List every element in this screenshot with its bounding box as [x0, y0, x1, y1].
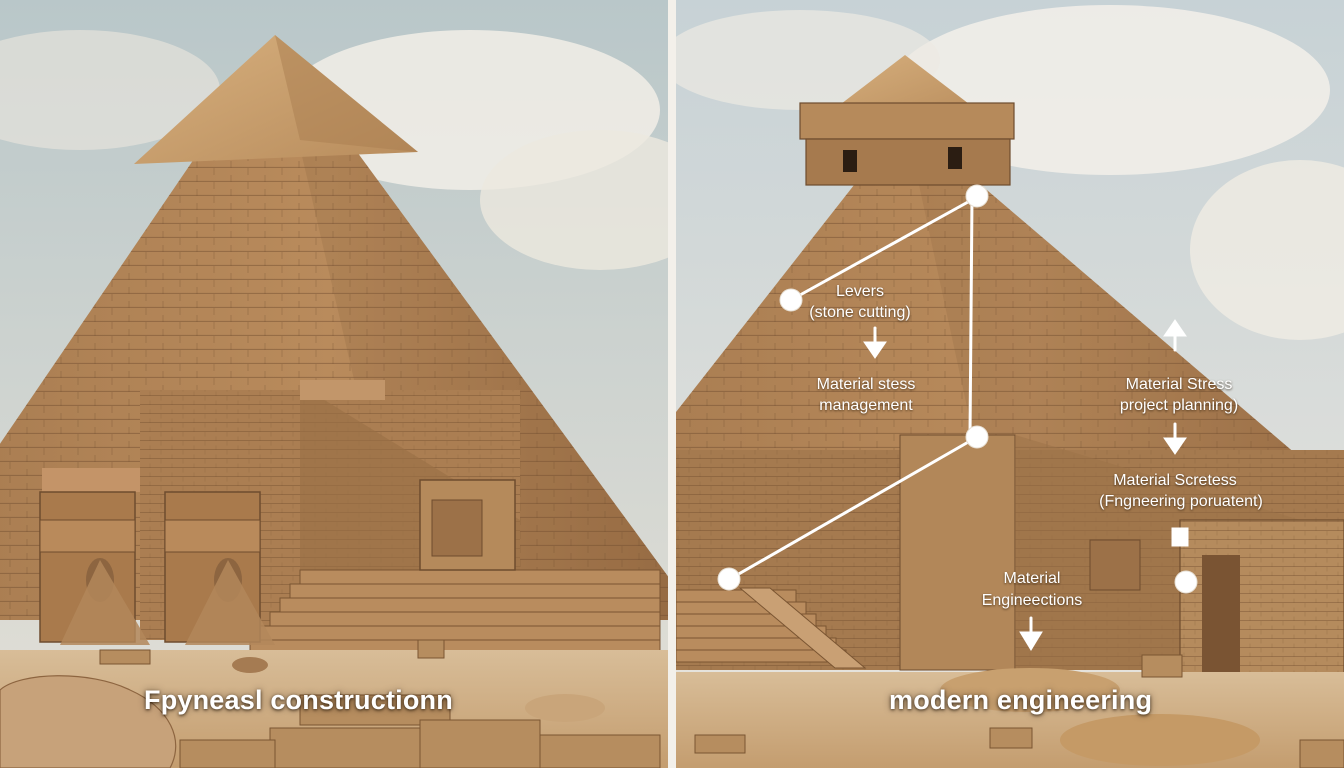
- right-panel-caption: modern engineering: [889, 685, 1153, 715]
- node-marker: [965, 184, 989, 208]
- annotation-right-stress-line2: project planning): [1119, 397, 1239, 414]
- annotation-scretess-line2: (Fngneering poruatent): [1099, 493, 1263, 510]
- arrow-down-icon: [863, 326, 887, 359]
- panel-divider: [668, 0, 676, 768]
- node-marker: [965, 425, 989, 449]
- node-marker: [1174, 570, 1198, 594]
- annotation-engineering-line1: Material: [1003, 570, 1061, 587]
- annotation-stress-line2: management: [819, 397, 913, 414]
- annotation-stress-line1: Material stess: [816, 376, 916, 393]
- annotation-right-stress-line1: Material Stress: [1125, 376, 1233, 393]
- arrow-up-icon: [1163, 319, 1187, 352]
- diagram-lines: [728, 195, 979, 581]
- annotation-levers-subtitle: (stone cutting): [809, 304, 911, 321]
- arrow-down-icon: [1019, 616, 1043, 651]
- node-marker: [779, 288, 803, 312]
- left-panel-caption: Fpyneasl constructionn: [144, 685, 453, 715]
- right-panel: [676, 0, 1344, 768]
- annotation-engineering-line2: Engineections: [981, 592, 1083, 609]
- arrow-down-icon: [1163, 422, 1187, 455]
- annotation-scretess-line1: Material Scretess: [1113, 472, 1237, 489]
- small-arrow-icon: [1171, 527, 1189, 547]
- node-marker: [717, 567, 741, 591]
- annotation-levers-title: Levers: [835, 283, 885, 300]
- left-panel: [0, 0, 668, 768]
